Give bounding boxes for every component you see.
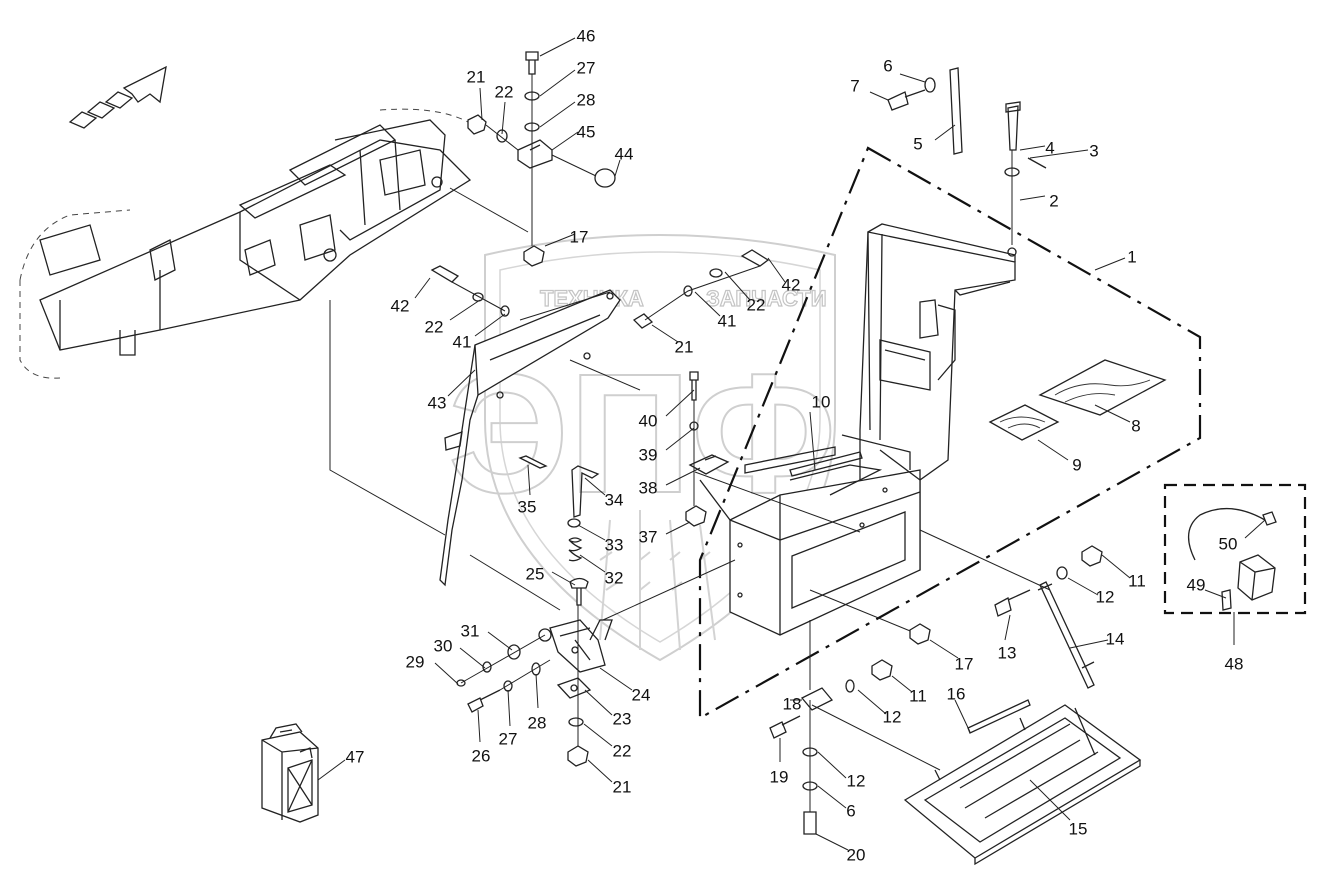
- callout-42: 42: [782, 275, 801, 294]
- inset-48: [1163, 483, 1307, 645]
- callout-38: 38: [639, 478, 658, 497]
- callout-13: 13: [998, 643, 1017, 662]
- callout-24: 24: [632, 685, 651, 704]
- callout-17: 17: [955, 654, 974, 673]
- hardware-left-guard: [430, 249, 770, 391]
- callout-39: 39: [639, 445, 658, 464]
- callout-34: 34: [605, 490, 624, 509]
- callout-41: 41: [453, 332, 472, 351]
- hardware-lower-right: [769, 545, 1103, 835]
- part-10-strip: [789, 451, 863, 477]
- callout-17: 17: [570, 227, 589, 246]
- callout-37: 37: [639, 527, 658, 546]
- callout-27: 27: [577, 58, 596, 77]
- callout-19: 19: [770, 767, 789, 786]
- rod-14: [1039, 581, 1095, 689]
- callout-46: 46: [577, 26, 596, 45]
- callout-22: 22: [747, 295, 766, 314]
- direction-arrow-icon: [68, 65, 167, 129]
- callout-4: 4: [1045, 138, 1054, 157]
- watermark-wheat-icon: [599, 510, 716, 651]
- callout-30: 30: [434, 636, 453, 655]
- callout-43: 43: [428, 393, 447, 412]
- callout-11: 11: [1128, 571, 1146, 590]
- callout-22: 22: [495, 82, 514, 101]
- callout-50: 50: [1219, 534, 1238, 553]
- callout-42: 42: [391, 296, 410, 315]
- callout-3: 3: [1089, 141, 1098, 160]
- callout-28: 28: [528, 713, 547, 732]
- part-7-bolt: [887, 89, 926, 111]
- callout-9: 9: [1072, 455, 1081, 474]
- decal-9: [988, 404, 1060, 441]
- callout-26: 26: [472, 746, 491, 765]
- callout-22: 22: [425, 317, 444, 336]
- callout-7: 7: [850, 76, 859, 95]
- callout-14: 14: [1106, 629, 1125, 648]
- canister-47: [261, 723, 319, 823]
- callout-21: 21: [675, 337, 694, 356]
- callout-18: 18: [783, 694, 802, 713]
- watermark: ТЕХНИКА ЗАПЧАСТИ ЭПФ: [447, 234, 837, 662]
- callout-15: 15: [1069, 819, 1088, 838]
- tractor-frame: [19, 108, 481, 379]
- callout-40: 40: [639, 411, 658, 430]
- watermark-right-word: ЗАПЧАСТИ: [706, 286, 827, 311]
- latch-assembly: [518, 371, 730, 606]
- callout-45: 45: [577, 122, 596, 141]
- callout-2: 2: [1049, 191, 1058, 210]
- callout-49: 49: [1187, 575, 1206, 594]
- callout-20: 20: [847, 845, 866, 864]
- callout-10: 10: [812, 392, 831, 411]
- rod-16: [967, 699, 1031, 734]
- callout-6: 6: [883, 56, 892, 75]
- callout-8: 8: [1131, 416, 1140, 435]
- callout-35: 35: [518, 497, 537, 516]
- cabinet-housing: [699, 223, 1016, 636]
- callout-leaders: [317, 37, 1266, 851]
- assembly-boundary: [698, 146, 1202, 720]
- part-5-bar: [949, 67, 963, 155]
- bracket-24: [456, 554, 736, 767]
- callout-11: 11: [909, 686, 927, 705]
- callout-5: 5: [913, 134, 922, 153]
- callout-6: 6: [846, 801, 855, 820]
- callout-21: 21: [467, 67, 486, 86]
- callout-16: 16: [947, 684, 966, 703]
- part-3-clip: [1027, 157, 1047, 169]
- callout-41: 41: [718, 311, 737, 330]
- callout-28: 28: [577, 90, 596, 109]
- callout-1: 1: [1127, 247, 1136, 266]
- callout-29: 29: [406, 652, 425, 671]
- part-6-washer: [924, 77, 936, 93]
- callout-22: 22: [613, 741, 632, 760]
- callout-48: 48: [1225, 654, 1244, 673]
- decal-8: [1038, 359, 1167, 416]
- callout-12: 12: [883, 707, 902, 726]
- callout-44: 44: [615, 144, 634, 163]
- part-4-pin: [1007, 105, 1019, 151]
- hardware-top-right: [887, 67, 1047, 257]
- callout-12: 12: [847, 771, 866, 790]
- callout-31: 31: [461, 621, 480, 640]
- callout-25: 25: [526, 564, 545, 583]
- callout-33: 33: [605, 535, 624, 554]
- callout-47: 47: [346, 747, 365, 766]
- callout-32: 32: [605, 568, 624, 587]
- callout-23: 23: [613, 709, 632, 728]
- step-15: [903, 704, 1142, 866]
- callout-27: 27: [499, 729, 518, 748]
- callout-21: 21: [613, 777, 632, 796]
- callout-12: 12: [1096, 587, 1115, 606]
